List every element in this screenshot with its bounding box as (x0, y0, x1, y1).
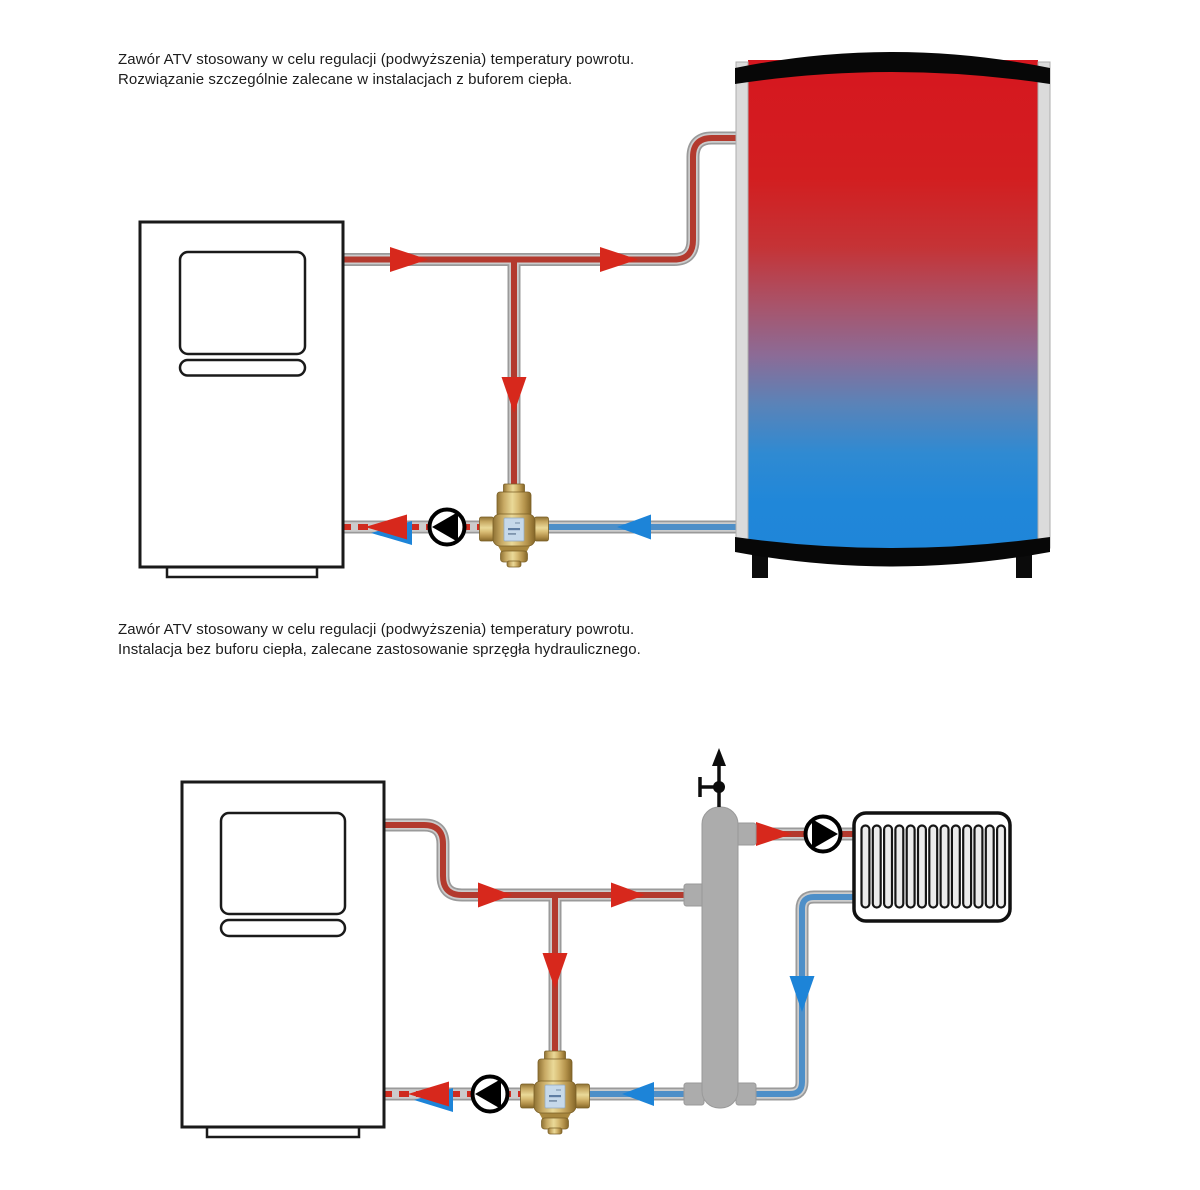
flow-arrow-radiator-return (789, 976, 815, 1012)
flow-arrow-branch-down (501, 377, 527, 413)
radiator-fin (973, 824, 984, 909)
radiator-fin (905, 824, 916, 909)
caption-separator-system: Zawór ATV stosowany w celu regulacji (po… (118, 620, 641, 659)
separator-stub-return-in (735, 1082, 757, 1106)
heat-pump-display (178, 250, 307, 356)
flow-arrow-return-blue (617, 514, 651, 540)
heat-pump-panel-slot (178, 358, 307, 377)
air-vent-icon (698, 748, 726, 807)
supply-pipe (341, 138, 742, 486)
caption-separator-line1: Zawór ATV stosowany w celu regulacji (po… (118, 621, 635, 638)
radiator-pump (803, 814, 843, 854)
supply-pipe (382, 825, 858, 1053)
radiator-fin (871, 824, 882, 909)
buffer-tank (735, 52, 1051, 578)
flow-arrow-supply-1 (390, 247, 428, 272)
flow-arrow-mixed-red (408, 1081, 449, 1107)
circulation-pump (470, 1074, 510, 1114)
flow-arrow-supply-1 (478, 882, 512, 908)
caption-buffer-line2: Rozwiązanie szczególnie zalecane w insta… (118, 70, 573, 88)
radiator (852, 811, 1012, 923)
heat-pump-unit (180, 780, 386, 1139)
radiator-fin (882, 824, 894, 909)
separator-stub-return-out (683, 1082, 705, 1106)
tank-top-cap (735, 52, 1050, 84)
tank-side-right (1037, 61, 1051, 549)
separator-system-diagram (180, 748, 1012, 1139)
separator-stub-supply-in (683, 883, 705, 907)
tank-body-gradient (748, 60, 1038, 552)
separator-body (701, 806, 739, 1109)
flow-arrow-supply-2 (611, 882, 645, 908)
buffer-system-diagram (138, 52, 1051, 579)
radiator-fin (928, 824, 939, 909)
hydraulic-separator (683, 748, 757, 1109)
atv-valve (479, 483, 549, 568)
circulation-pump (427, 507, 467, 547)
separator-stub-supply-out (735, 822, 757, 846)
radiator-fin (860, 824, 871, 909)
heat-pump-unit (138, 220, 345, 579)
radiator-fin (950, 824, 961, 909)
flow-arrow-supply-2 (600, 247, 638, 272)
heat-pump-display (219, 811, 347, 916)
flow-arrow-branch-down (542, 953, 568, 989)
radiator-fin (984, 824, 995, 909)
radiator-fin (962, 824, 973, 909)
radiator-fin (916, 824, 928, 909)
flow-arrow-radiator-supply (756, 822, 792, 846)
flow-arrow-mixed-red (365, 514, 407, 540)
radiator-fin (995, 824, 1007, 909)
heat-pump-panel-slot (219, 918, 347, 938)
caption-separator-line2: Instalacja bez buforu ciepła, zalecane z… (118, 640, 641, 658)
return-pipe (382, 897, 858, 1094)
tank-bottom-cap (735, 537, 1050, 567)
radiator-fin (894, 824, 905, 909)
atv-valve (520, 1050, 590, 1135)
caption-buffer-system: Zawór ATV stosowany w celu regulacji (po… (118, 50, 634, 89)
radiator-fin (939, 824, 950, 909)
caption-buffer-line1: Zawór ATV stosowany w celu regulacji (po… (118, 51, 635, 68)
flow-arrow-return-blue (622, 1082, 654, 1106)
tank-side-left (735, 61, 749, 549)
